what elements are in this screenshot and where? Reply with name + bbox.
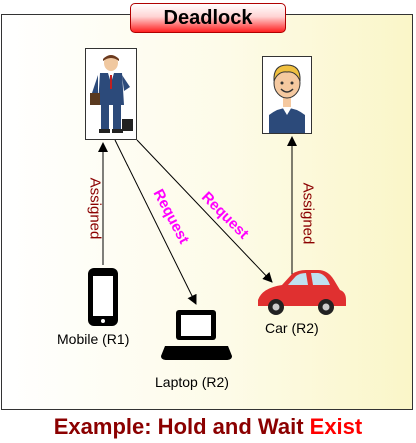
assigned-label-right: Assigned xyxy=(299,182,317,245)
laptop-label: Laptop (R2) xyxy=(155,374,229,390)
request-arrow-car xyxy=(136,139,273,283)
process-card-boy xyxy=(262,56,312,134)
footer-prefix: Example: Hold and Wait xyxy=(53,414,310,439)
diagram-title: Deadlock xyxy=(163,6,253,29)
assigned-label-left: Assigned xyxy=(86,177,104,240)
footer-highlight: Exist xyxy=(309,414,363,439)
car-label: Car (R2) xyxy=(265,320,319,336)
request-arrow-laptop xyxy=(114,139,197,305)
mobile-phone-icon xyxy=(88,268,118,326)
mobile-label: Mobile (R1) xyxy=(57,331,130,347)
laptop-icon xyxy=(161,310,232,360)
footer-caption: Example: Hold and Wait Exist xyxy=(0,414,416,440)
car-icon xyxy=(258,270,346,315)
businessman-icon xyxy=(90,55,133,133)
title-box: Deadlock xyxy=(130,3,286,33)
boy-avatar-icon xyxy=(269,64,305,133)
process-card-businessman xyxy=(85,48,137,140)
diagram-panel xyxy=(1,14,413,410)
